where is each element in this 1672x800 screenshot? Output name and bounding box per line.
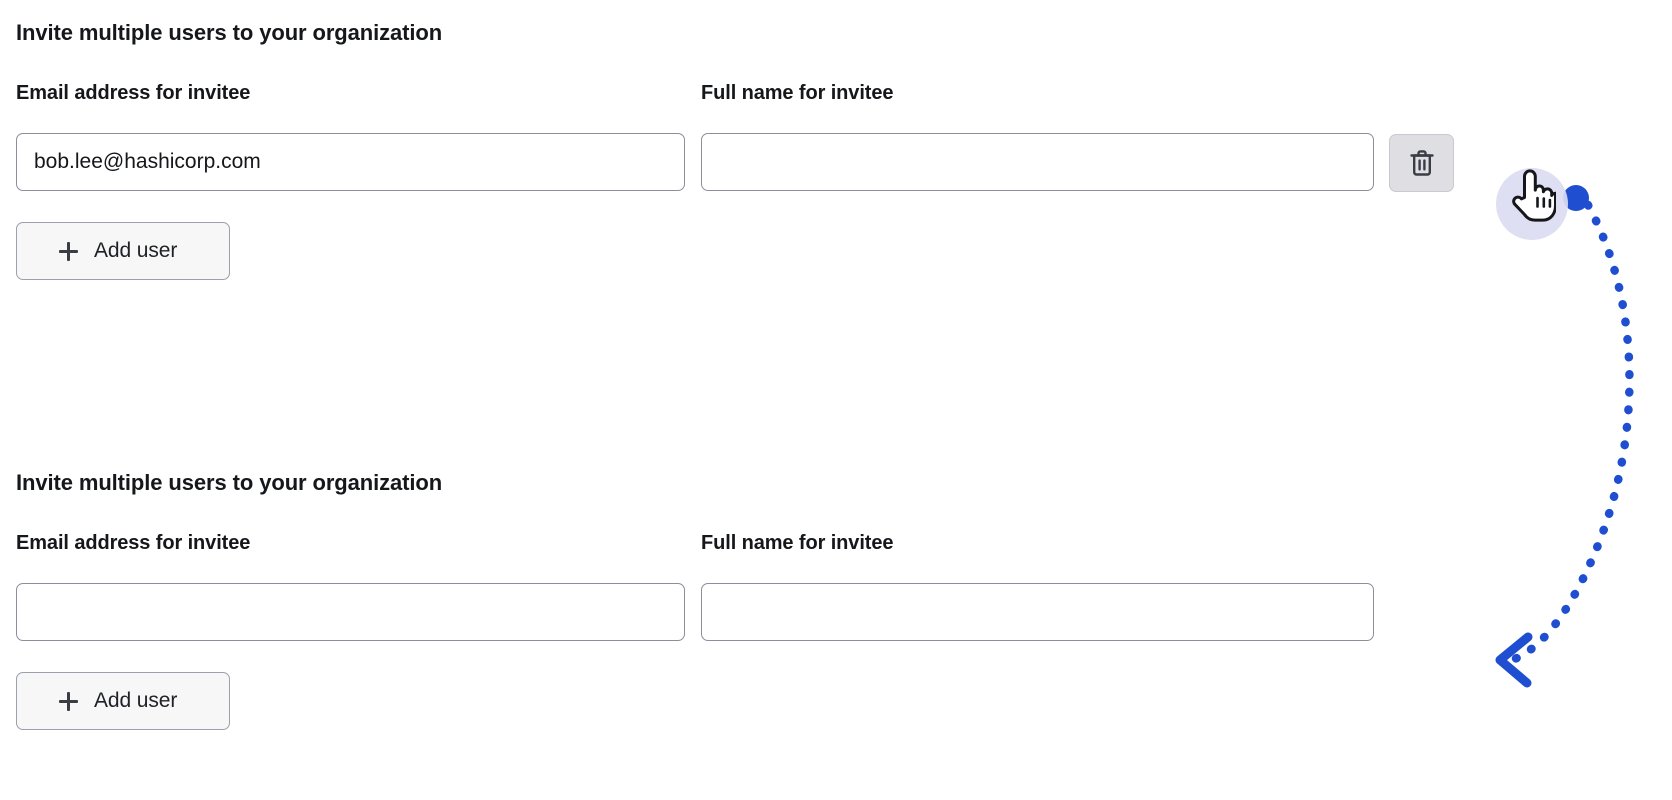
annotation-start-dot bbox=[1563, 185, 1589, 211]
cursor-halo bbox=[1496, 168, 1568, 240]
fullname-input[interactable] bbox=[701, 133, 1374, 191]
fullname-field-label: Full name for invitee bbox=[701, 82, 894, 104]
trash-icon bbox=[1409, 149, 1435, 177]
plus-icon bbox=[59, 241, 78, 261]
email-input-2[interactable] bbox=[16, 583, 685, 641]
email-field-label: Email address for invitee bbox=[16, 82, 251, 104]
email-input[interactable] bbox=[16, 133, 685, 191]
page-title-2: Invite multiple users to your organizati… bbox=[16, 470, 443, 495]
page-title: Invite multiple users to your organizati… bbox=[16, 20, 443, 45]
annotation-arrow-head bbox=[1495, 632, 1533, 688]
email-field-label-2: Email address for invitee bbox=[16, 532, 251, 554]
annotation-arrow-path bbox=[1507, 200, 1634, 665]
mouse-cursor-pointing-hand-icon bbox=[1510, 167, 1557, 230]
plus-icon-2 bbox=[59, 691, 78, 711]
add-user-button[interactable]: Add user bbox=[16, 222, 230, 280]
add-user-button-label-2: Add user bbox=[94, 689, 178, 712]
fullname-field-label-2: Full name for invitee bbox=[701, 532, 894, 554]
delete-invitee-button[interactable] bbox=[1389, 134, 1454, 192]
add-user-button-label: Add user bbox=[94, 239, 178, 262]
add-user-button-2[interactable]: Add user bbox=[16, 672, 230, 730]
fullname-input-2[interactable] bbox=[701, 583, 1374, 641]
